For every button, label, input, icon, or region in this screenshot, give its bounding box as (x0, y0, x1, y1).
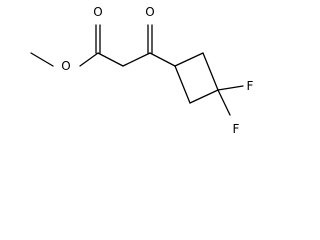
ketone-carbonyl-oxygen-label: O (145, 5, 154, 19)
carbon-fluorine-bond-1 (217, 85, 244, 91)
fluorine-label-2: F (233, 122, 240, 136)
ring-bond-top (174, 52, 204, 67)
fluorine-label-1: F (247, 79, 254, 93)
chemical-structure-diagram: O O O F F (30, 5, 254, 136)
methyl-oxygen-bond (30, 52, 54, 67)
ring-bond-left (174, 65, 191, 104)
ketone-carbon-ring-bond (149, 52, 176, 67)
carbon-fluorine-bond-2 (217, 89, 231, 116)
oxygen-ester-carbon-bond (79, 52, 99, 67)
ring-bond-right (202, 52, 219, 91)
ring-bond-bottom (189, 89, 219, 104)
ester-oxygen-label: O (61, 59, 70, 73)
methylene-ketone-carbon-bond (122, 52, 151, 67)
ester-carbon-methylene-bond (97, 52, 124, 67)
ester-carbonyl-oxygen-label: O (93, 5, 102, 19)
